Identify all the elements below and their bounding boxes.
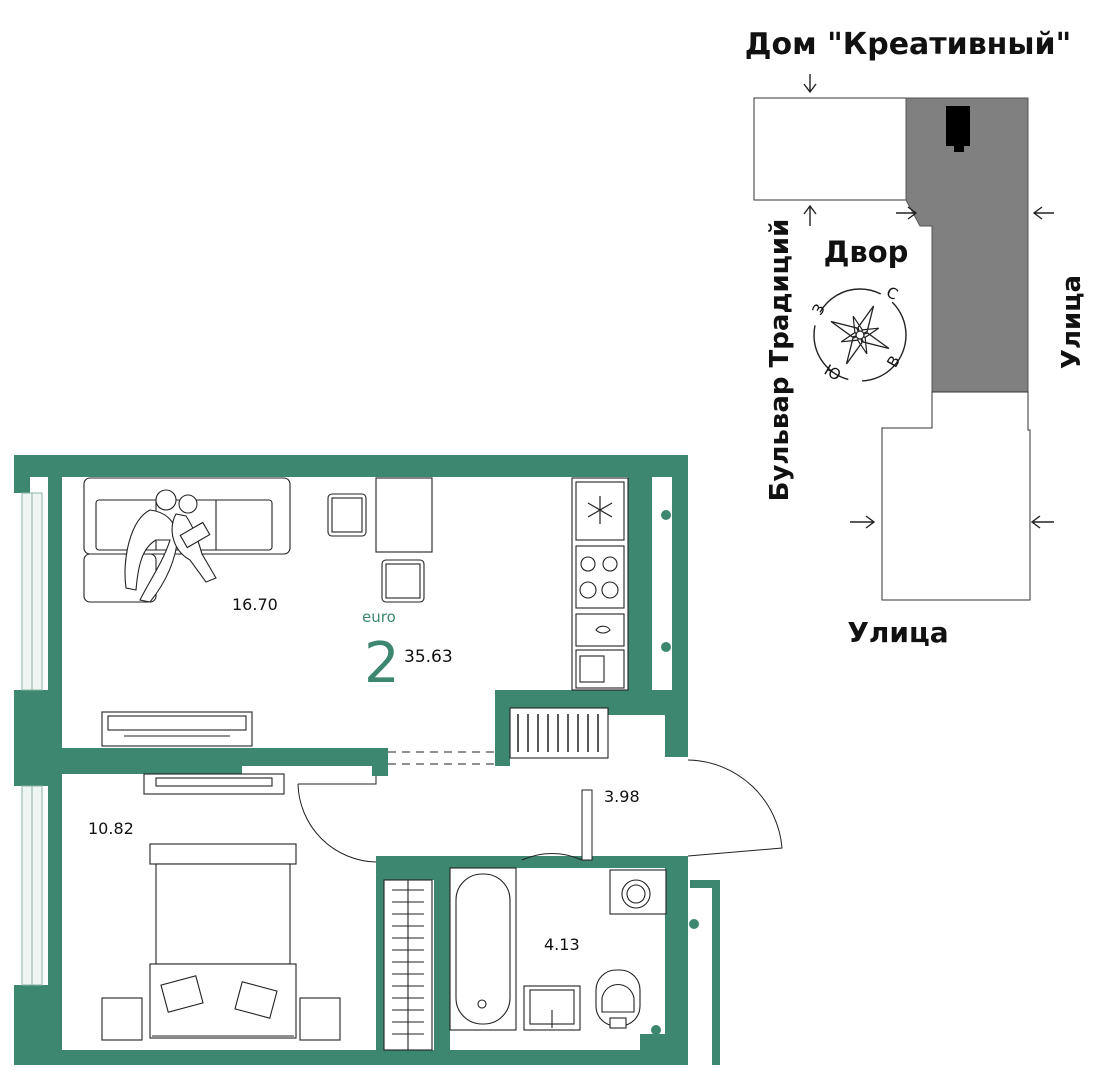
doors (297, 751, 783, 863)
arrow-left-icon (1030, 515, 1054, 529)
tv-stand (143, 773, 285, 795)
door-bedroom (297, 776, 377, 863)
dining-table (375, 477, 433, 553)
nightstand (101, 997, 143, 1041)
bathtub (449, 867, 517, 1031)
door-hall (521, 790, 583, 861)
area-bedroom: 10.82 (88, 819, 134, 838)
arrow-up-icon (803, 204, 817, 226)
apartment-type: euro (362, 608, 396, 626)
kitchen-unit (571, 477, 629, 691)
residential-building (905, 97, 1029, 393)
compass-north: С (884, 283, 901, 304)
entrance-block-step (954, 142, 964, 152)
bed (149, 843, 297, 1039)
yard-label: Двор (824, 235, 909, 269)
door-entrance (687, 759, 783, 857)
entrance-block (946, 106, 970, 146)
street-right-label: Улица (1057, 275, 1087, 369)
street-bottom-label: Улица (847, 616, 948, 649)
compass-rose-icon (813, 288, 907, 382)
snowflake-icon (587, 496, 613, 524)
arrow-right-icon (850, 515, 876, 529)
furniture (83, 477, 667, 1051)
chair (381, 559, 425, 603)
area-living: 16.70 (232, 595, 278, 614)
area-bathroom: 4.13 (544, 935, 580, 954)
nightstand (299, 997, 341, 1041)
access-arrows (803, 74, 1054, 529)
radiator (509, 707, 609, 759)
street-left-label: Бульвар Традиций (765, 219, 795, 502)
arrow-right-icon (896, 206, 918, 220)
room-count: 2 (364, 631, 400, 696)
walls (14, 455, 720, 1065)
people-icon (124, 489, 217, 603)
wardrobe (383, 879, 433, 1051)
sockets (651, 510, 699, 1035)
compass-south: Ю (821, 361, 844, 385)
faucet-icon (595, 625, 611, 634)
arrow-left-icon (1032, 206, 1054, 220)
windows (21, 492, 43, 986)
neighbor-building-top (753, 97, 907, 201)
total-area: 35.63 (404, 647, 453, 667)
neighbor-building-bottom (881, 391, 1031, 601)
washing-machine (609, 869, 667, 915)
washbasin (523, 985, 581, 1031)
chair (327, 493, 367, 537)
site-plan (753, 97, 1031, 601)
building-name: Дом "Креативный" (745, 27, 1071, 62)
area-hall: 3.98 (604, 787, 640, 806)
toilet (595, 969, 641, 1029)
arrow-down-icon (803, 74, 817, 94)
tv-stand (101, 711, 253, 747)
